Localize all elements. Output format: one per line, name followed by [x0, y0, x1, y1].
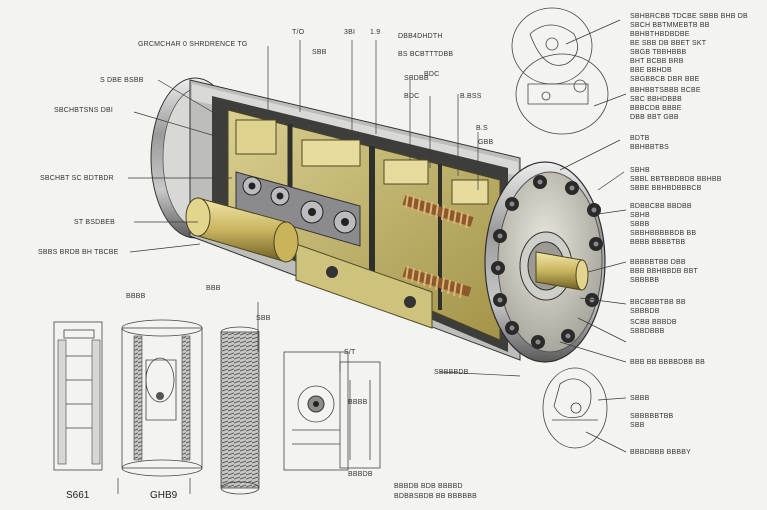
right-label: BBB BBHBBDB BBT [630, 268, 698, 275]
part-label: SBB [256, 315, 271, 322]
right-label: SBBBDB [630, 308, 660, 315]
small-part-labels: SBB BBBB BBBDB [256, 315, 373, 478]
right-labels: SBHBRCBB TDCBE SBBB BHB DB SBCH BBTMMEBT… [630, 13, 748, 456]
left-label: SBCHBTSNS DBI [54, 107, 113, 114]
right-label: BBBBBTBB DBB [630, 259, 686, 266]
bottom-label: BBB [206, 285, 221, 292]
right-label: DBB BBT GBB [630, 114, 679, 121]
left-label: ST BSDBEB [74, 219, 115, 226]
right-label: SBB [630, 422, 645, 429]
brass-rod [185, 197, 299, 263]
detail-circle-top [511, 7, 609, 135]
part-label: BBBDB [348, 471, 373, 478]
right-label: SBCH BBTMMEBTB BB [630, 22, 710, 29]
top-labels: GRCMCHAR 0 SHRDRENCE TG T/O 3BI 1.9 DBB4… [138, 29, 494, 146]
top-label: B.S [476, 125, 488, 132]
top-label: BDC [424, 71, 439, 78]
right-label: BDTB [630, 135, 650, 142]
leader-lines [117, 19, 627, 494]
right-label: SBGBBCB DBR BBE [630, 76, 700, 83]
main-cylinder [150, 77, 606, 363]
top-label: SBB [312, 49, 327, 56]
right-label: BBHBBTSBBB BCBE [630, 87, 701, 94]
right-label: SBHBRCBB TDCBE SBBB BHB DB [630, 13, 748, 20]
part-label: BBBB [348, 399, 368, 406]
cam-chain [235, 171, 361, 247]
right-label: SBBHBBBBBDB BB [630, 230, 696, 237]
bottom-label: BBBB [126, 293, 146, 300]
part-spring-coil [220, 326, 260, 495]
right-label: SBHB [630, 167, 650, 174]
left-label: SBCHBT SC BDTBDR [40, 175, 114, 182]
right-label: BBBDBBB BBBBY [630, 449, 691, 456]
top-label: BS BCBTTTDBB [398, 51, 453, 58]
top-label: SBDBB [404, 75, 429, 82]
top-label: BDC [404, 93, 419, 100]
upper-spring [402, 193, 474, 229]
detail-circle-bottom [542, 367, 608, 449]
top-label: B.BSS [460, 93, 482, 100]
part-end-plate [283, 351, 381, 471]
top-label: DBB4DHDTH [398, 33, 443, 40]
part-housing-center [121, 319, 203, 477]
right-label: SBBL BBTBBDBDB BBHBB [630, 176, 722, 183]
part-caption: GHB9 [150, 490, 178, 501]
part-caption: S661 [66, 490, 90, 501]
bottom-label: S/T [344, 349, 356, 356]
top-label: 3BI [344, 29, 355, 36]
bottom-label: SBBBBDB [434, 369, 469, 376]
right-label: BBE BBHDB [630, 67, 672, 74]
top-label: T/O [292, 29, 305, 36]
right-label: BBHBBTBS [630, 144, 669, 151]
right-label: BBCBBBTBB BB [630, 299, 686, 306]
part-housing-left [53, 321, 103, 471]
front-face-plate [484, 161, 606, 363]
top-label: GRCMCHAR 0 SHRDRENCE TG [138, 41, 247, 48]
right-label: BHT BCBB BRB [630, 58, 684, 65]
left-label: SBBS BRDB BH TBCBE [38, 249, 119, 256]
part-captions: S661 GHB9 [66, 490, 178, 501]
right-label: BDBBCBB BBDBB [630, 203, 692, 210]
right-label: SBGB TBBHBBB [630, 49, 686, 56]
top-label: 1.9 [370, 29, 380, 36]
lower-spring [402, 265, 472, 299]
right-label: SBBBBBTBB [630, 413, 674, 420]
right-label: SBBB [630, 395, 650, 402]
right-label: SBBDBBB [630, 328, 665, 335]
right-label: SBHB [630, 212, 650, 219]
right-label: BBB BB BBBBDBB BB [630, 359, 705, 366]
right-label: BBHBTHBDBDBE [630, 31, 690, 38]
right-label: BE SBB DB BBET SKT [630, 40, 707, 47]
right-label: SCBB BBBDB [630, 319, 677, 326]
bottom-labels: BBBB BBB S/T SBBBBDB BBBDB BDB BBBBD BDB… [126, 285, 477, 500]
left-labels: S DBE BSBB SBCHBTSNS DBI SBCHBT SC BDTBD… [38, 77, 144, 256]
right-label: SBBBBB [630, 277, 659, 284]
right-label: SBBE BBHBDBBBCB [630, 185, 702, 192]
right-label: SBBB [630, 221, 650, 228]
right-label: SBC BBHDBBB [630, 96, 682, 103]
top-label: GBB [478, 139, 494, 146]
right-label: BBBCDB BBBE [630, 105, 682, 112]
left-label: S DBE BSBB [100, 77, 144, 84]
bottom-label: BDBBSBDB BB BBBBBB [394, 493, 477, 500]
right-label: BBBB BBBBTBB [630, 239, 685, 246]
bottom-label: BBBDB BDB BBBBD [394, 483, 463, 490]
